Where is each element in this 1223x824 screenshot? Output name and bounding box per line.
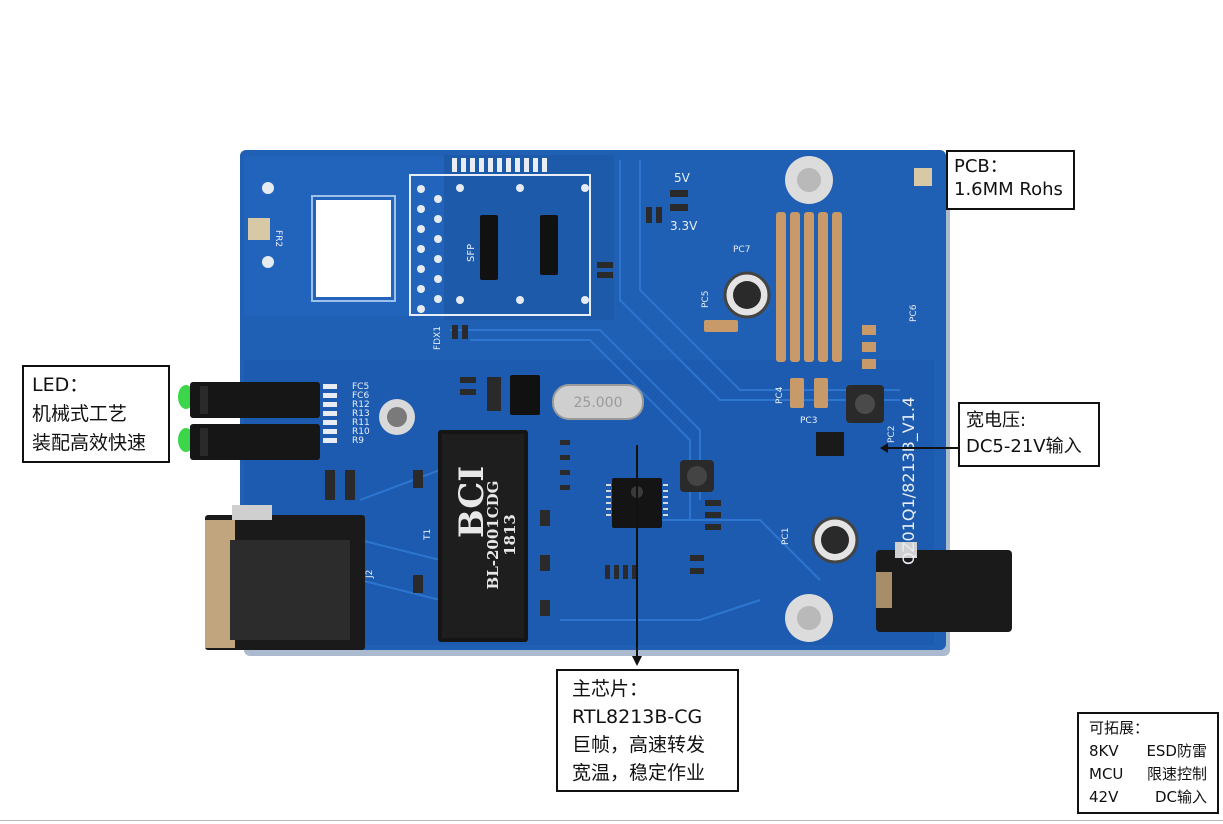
- expand-row-3-right: DC输入: [1154, 788, 1207, 806]
- transformer-part: BL-2001CDG: [484, 481, 502, 590]
- callout-pcb-line-1: PCB：: [954, 156, 1008, 177]
- callout-chip-line-1: 主芯片：: [572, 678, 649, 700]
- crystal: [552, 384, 644, 420]
- callout-chip-line-3: 巨帧，高速转发: [572, 734, 706, 756]
- callout-pcb-line-2: 1.6MM Rohs: [954, 179, 1063, 200]
- callout-chip-line-2: RTL8213B-CG: [572, 706, 703, 728]
- silk-r12: FC5: [352, 382, 369, 392]
- callout-led-line-2: 机械式工艺: [32, 403, 128, 425]
- silk-pc7: PC7: [733, 245, 750, 255]
- rj45-port: [205, 505, 365, 650]
- expand-row-1-left: 8KV: [1089, 742, 1119, 760]
- silk-r7: R9: [352, 436, 364, 446]
- callout-chip-line-4: 宽温，稳定作业: [572, 762, 706, 784]
- silk-r13: FC6: [352, 391, 369, 401]
- silk-j2: J2: [365, 570, 375, 579]
- expand-row-3-left: 42V: [1089, 788, 1119, 806]
- silk-sw: FR2: [273, 230, 283, 247]
- crystal-marking: 25.000: [574, 395, 623, 411]
- transformer-brand: BCI: [452, 466, 492, 538]
- silk-pc6: PC6: [909, 304, 919, 322]
- expand-title: 可拓展：: [1089, 719, 1150, 737]
- callout-voltage-line-2: DC5-21V输入: [966, 436, 1082, 457]
- silk-r9: R11: [352, 418, 370, 428]
- silk-5v: 5V: [674, 171, 691, 185]
- callout-main-chip: 主芯片： RTL8213B-CG 巨帧，高速转发 宽温，稳定作业: [556, 669, 739, 792]
- callout-pcb: PCB： 1.6MM Rohs: [946, 150, 1075, 210]
- callout-led-line-1: LED：: [32, 374, 89, 396]
- silk-pc1: PC1: [781, 528, 791, 545]
- sfp-cage-outline: [409, 174, 591, 316]
- silk-sfp: SFP: [466, 244, 477, 262]
- callout-voltage-line-1: 宽电压:: [966, 410, 1027, 431]
- expand-row-2-right: 限速控制: [1146, 765, 1207, 783]
- led-indicators: [178, 382, 320, 460]
- transformer-date: 1813: [501, 514, 519, 556]
- silk-t1: T1: [423, 529, 433, 541]
- callout-led: LED： 机械式工艺 装配高效快速: [22, 365, 170, 463]
- transformer-module: [438, 430, 528, 642]
- expand-row-mcu: MCU 限速控制: [1089, 763, 1207, 786]
- callout-led-line-3: 装配高效快速: [32, 432, 147, 454]
- silk-r8: R10: [352, 427, 370, 437]
- silk-r11: R12: [352, 400, 370, 410]
- silk-pc3: PC3: [800, 416, 817, 426]
- silk-fdx1: FDX1: [433, 326, 443, 350]
- silk-r10: R13: [352, 409, 370, 419]
- silk-version: QZ01Q1/8213B_V1.4: [899, 397, 919, 565]
- callout-voltage: 宽电压: DC5-21V输入: [958, 402, 1100, 467]
- bottom-rule: [0, 820, 1223, 821]
- expand-row-2-left: MCU: [1089, 765, 1124, 783]
- dc-jack: [876, 542, 1012, 632]
- expand-row-1-right: ESD防雷: [1146, 742, 1207, 760]
- expand-row-esd: 8KV ESD防雷: [1089, 740, 1207, 763]
- callout-expandable: 可拓展： 8KV ESD防雷 MCU 限速控制 42V DC输入: [1077, 712, 1219, 814]
- silk-pc4: PC4: [775, 386, 785, 404]
- silk-pc5: PC5: [701, 291, 711, 308]
- silk-pc2: PC2: [887, 426, 897, 443]
- silk-3v3: 3.3V: [670, 219, 698, 233]
- expand-row-dc: 42V DC输入: [1089, 786, 1207, 809]
